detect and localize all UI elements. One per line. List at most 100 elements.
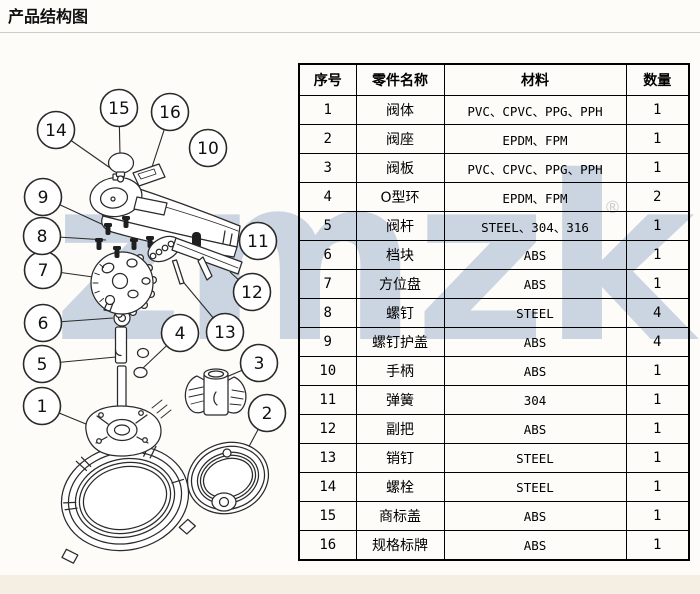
cell-index: 15 [298,501,357,531]
callout-11: 11 [238,221,278,261]
cell-index: 12 [298,414,357,444]
cell-part-name: 方位盘 [355,269,445,299]
callout-14: 14 [36,110,76,150]
table-header-row: 序号 零件名称 材料 数量 [298,63,690,96]
cell-material: ABS [443,269,627,299]
callout-1: 1 [22,386,62,426]
cell-part-name: 阀座 [355,124,445,154]
valve-disc [184,368,247,416]
svg-text:6: 6 [38,314,49,334]
callout-16: 16 [150,92,190,132]
callout-8: 8 [22,216,62,256]
cell-material: EPDM、FPM [443,124,627,154]
callout-5: 5 [22,344,62,384]
cell-material: ABS [443,530,627,561]
bolt [115,171,126,183]
cell-material: STEEL [443,298,627,328]
cell-quantity: 1 [625,95,690,125]
cell-index: 9 [298,327,357,357]
callout-10: 10 [188,128,228,168]
cell-quantity: 2 [625,182,690,212]
cell-part-name: 阀板 [355,153,445,183]
cell-index: 1 [298,95,357,125]
cell-part-name: 销钉 [355,443,445,473]
valve-body [60,326,196,564]
page-title: 产品结构图 [8,7,89,26]
svg-text:10: 10 [197,139,219,159]
svg-text:3: 3 [254,354,265,374]
cell-material: ABS [443,327,627,357]
cell-quantity: 1 [625,443,690,473]
svg-text:2: 2 [262,404,273,424]
svg-text:11: 11 [247,232,269,252]
sub-handle [147,235,243,285]
cell-part-name: 规格标牌 [355,530,445,561]
cell-part-name: 螺钉 [355,298,445,328]
cell-quantity: 1 [625,240,690,270]
cell-quantity: 1 [625,530,690,561]
callout-15: 15 [99,88,139,128]
cell-quantity: 1 [625,269,690,299]
cell-index: 10 [298,356,357,386]
cell-quantity: 1 [625,472,690,502]
cell-material: ABS [443,240,627,270]
cell-material: ABS [443,501,627,531]
direction-dial [90,251,158,319]
svg-text:4: 4 [175,324,186,344]
cell-part-name: 副把 [355,414,445,444]
cell-quantity: 1 [625,211,690,241]
cell-index: 14 [298,472,357,502]
cell-index: 2 [298,124,357,154]
cell-part-name: 弹簧 [355,385,445,415]
cell-quantity: 1 [625,356,690,386]
cell-material: EPDM、FPM [443,182,627,212]
cell-material: ABS [443,414,627,444]
cell-index: 13 [298,443,357,473]
cell-index: 7 [298,269,357,299]
header-quantity: 数量 [625,63,690,96]
svg-text:13: 13 [214,323,236,343]
svg-text:1: 1 [37,397,48,417]
cell-quantity: 4 [625,327,690,357]
header-material: 材料 [443,63,627,96]
o-rings [133,347,150,379]
cell-material: STEEL、304、316 [443,211,627,241]
cell-quantity: 1 [625,124,690,154]
cell-material: ABS [443,356,627,386]
svg-text:16: 16 [159,103,181,123]
cell-quantity: 1 [625,501,690,531]
cell-part-name: 手柄 [355,356,445,386]
callout-3: 3 [239,343,279,383]
callouts: 1 2 3 4 5 6 7 8 9 10 11 12 13 14 15 16 [22,88,287,433]
svg-text:15: 15 [108,99,130,119]
header-index: 序号 [298,63,357,96]
header-part-name: 零件名称 [355,63,445,96]
svg-text:5: 5 [37,355,48,375]
cell-quantity: 1 [625,153,690,183]
svg-text:8: 8 [37,227,48,247]
bottom-strip [0,575,700,594]
svg-text:14: 14 [45,121,67,141]
cell-material: PVC、CPVC、PPG、PPH [443,153,627,183]
cell-part-name: 阀杆 [355,211,445,241]
cell-index: 3 [298,153,357,183]
